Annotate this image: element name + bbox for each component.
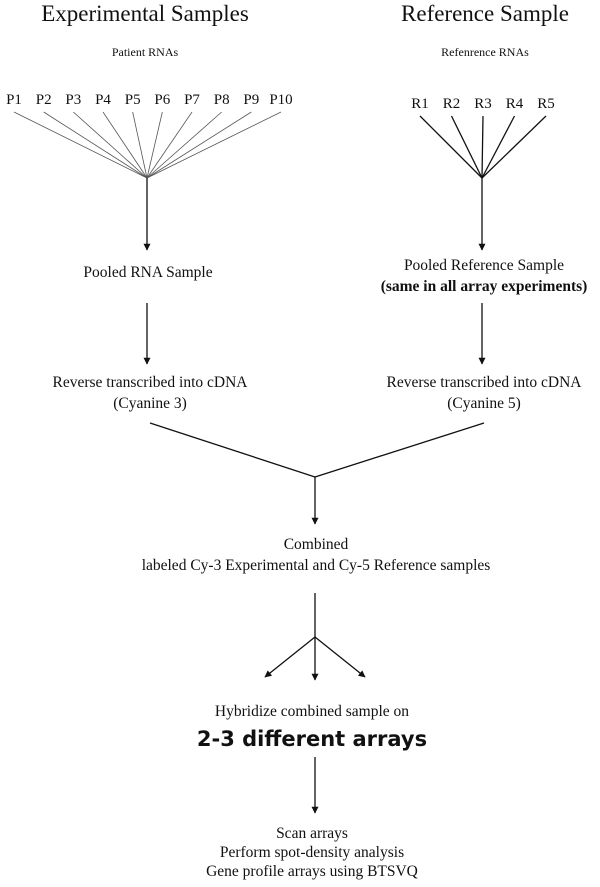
- patient-fan-line-p2: [43, 111, 148, 179]
- reference-fan-line-r1: [419, 115, 483, 179]
- patient-fan-line-p5: [132, 111, 148, 179]
- gene-profile-step: Gene profile arrays using BTSVQ: [206, 863, 418, 880]
- patient-fan-line-p3: [73, 111, 148, 179]
- reference-label-r2: R2: [443, 96, 461, 112]
- cyanine-5-label: (Cyanine 5): [447, 395, 521, 412]
- hybridize-label: Hybridize combined sample on: [215, 703, 409, 720]
- reference-fan-lines: [419, 115, 547, 179]
- split-arrow-left: [264, 636, 316, 678]
- reference-label-r4: R4: [506, 96, 524, 112]
- reference-heading: Reference Sample: [401, 1, 569, 26]
- patient-fan-line-p8: [146, 111, 222, 179]
- reference-label-r3: R3: [474, 96, 492, 112]
- combined-label: Combined: [284, 536, 349, 553]
- experimental-heading: Experimental Samples: [41, 1, 249, 26]
- patient-label-p1: P1: [6, 92, 22, 108]
- reference-fan-line-r3: [481, 115, 484, 179]
- patient-label-p4: P4: [95, 92, 111, 108]
- cyanine-3-label: (Cyanine 3): [113, 395, 187, 412]
- scan-arrays-step: Scan arrays: [276, 825, 348, 842]
- patient-fan-line-p9: [146, 111, 252, 179]
- patient-fan-line-p10: [146, 111, 282, 179]
- reference-label-r1: R1: [411, 96, 429, 112]
- patient-label-p6: P6: [154, 92, 170, 108]
- patient-fan-line-p6: [146, 111, 163, 179]
- reference-fan-line-r5: [481, 115, 547, 179]
- reverse-transcribed-cy3: Reverse transcribed into cDNA: [53, 374, 249, 391]
- patient-fan-line-p1: [13, 111, 148, 179]
- patient-label-p5: P5: [125, 92, 141, 108]
- patient-label-p10: P10: [269, 92, 292, 108]
- reference-sample-labels: R1 R2 R3 R4 R5: [411, 96, 555, 112]
- patient-label-p9: P9: [243, 92, 259, 108]
- reference-fan-line-r4: [481, 115, 516, 179]
- patient-fan-lines: [13, 111, 282, 179]
- reference-label-r5: R5: [537, 96, 555, 112]
- different-arrays-label: 2-3 different arrays: [197, 727, 427, 751]
- patient-fan-line-p4: [102, 111, 148, 179]
- patient-fan-line-p7: [146, 111, 193, 179]
- combined-description: labeled Cy-3 Experimental and Cy-5 Refer…: [142, 557, 491, 574]
- pooled-reference-sample: Pooled Reference Sample: [404, 257, 564, 274]
- reverse-transcribed-cy5: Reverse transcribed into cDNA: [387, 374, 583, 391]
- spot-density-step: Perform spot-density analysis: [220, 844, 404, 861]
- reference-rnas-label: Refenrence RNAs: [441, 45, 529, 59]
- patient-label-p2: P2: [36, 92, 52, 108]
- patient-label-p8: P8: [214, 92, 230, 108]
- patient-sample-labels: P1 P2 P3 P4 P5 P6 P7 P8 P9 P10: [6, 92, 293, 108]
- split-arrow-right: [314, 636, 366, 678]
- reference-fan-line-r2: [450, 115, 483, 179]
- patient-label-p3: P3: [65, 92, 81, 108]
- merge-line-left: [149, 422, 316, 478]
- patient-rnas-label: Patient RNAs: [112, 45, 179, 59]
- merge-line-right: [314, 422, 485, 478]
- patient-label-p7: P7: [184, 92, 200, 108]
- pooled-rna-sample: Pooled RNA Sample: [83, 264, 212, 281]
- pooled-reference-note: (same in all array experiments): [381, 278, 588, 295]
